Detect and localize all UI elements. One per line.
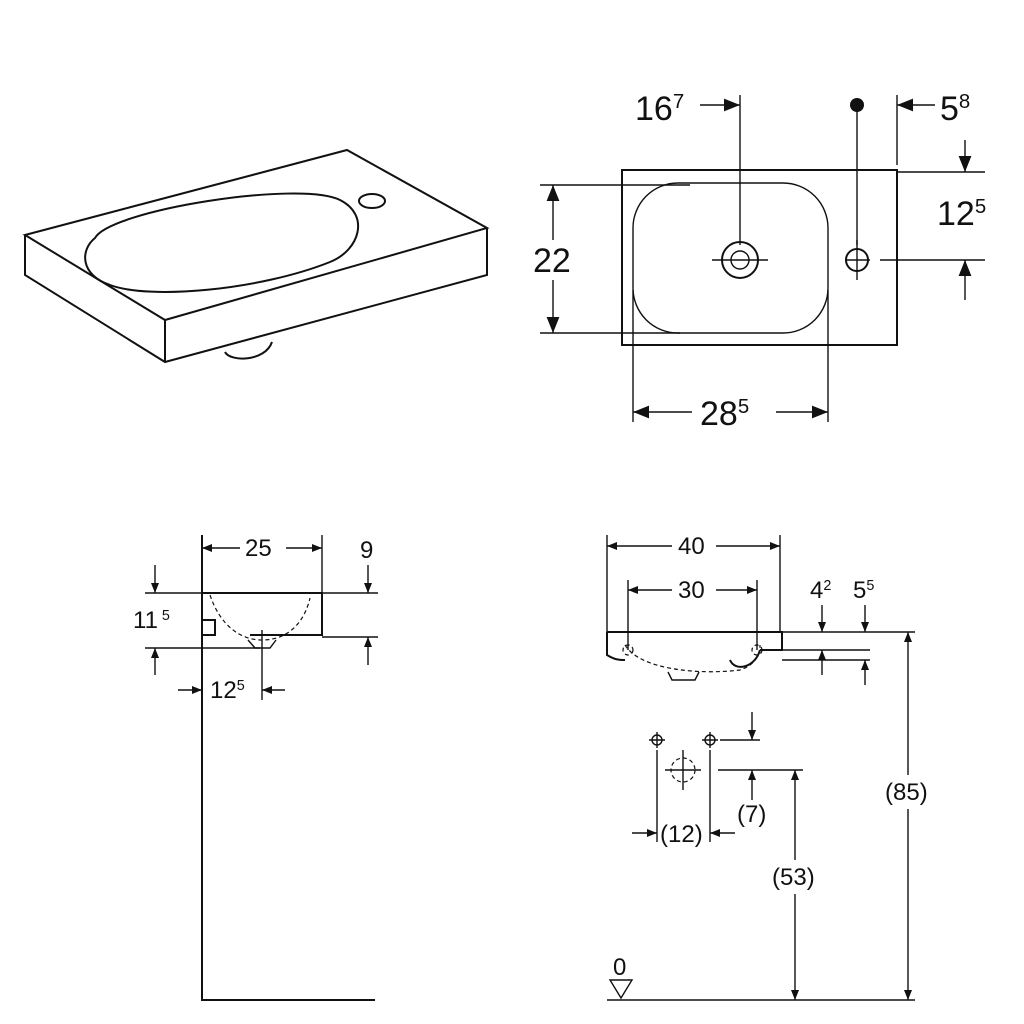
dim-rim-b: 55	[853, 577, 874, 604]
front-view: 42 55 40 30 (85) (53) (12) (7) 0	[606, 530, 934, 1001]
dim-bowl-width: 30	[678, 577, 705, 604]
dim-width: 40	[678, 533, 705, 560]
isometric-view	[22, 148, 490, 364]
dim-rim-a: 42	[810, 577, 831, 604]
top-view: 167 58 125 22 285	[533, 90, 986, 433]
dim-bowl-width: 285	[700, 395, 749, 433]
dim-drain-height: (53)	[772, 864, 815, 891]
dim-drain-offset: 125	[210, 677, 245, 704]
dim-install-height: (85)	[885, 779, 928, 806]
dim-edge-offset: 58	[940, 90, 970, 128]
dim-drain-offset: (7)	[737, 801, 766, 828]
tap-hole-icon	[358, 193, 386, 209]
floor-level-icon	[608, 979, 634, 1000]
dim-projection: 25	[245, 535, 272, 562]
dim-tap-depth: 125	[937, 195, 986, 233]
dim-tap-offset: 167	[635, 90, 684, 128]
dim-depth: 22	[533, 242, 571, 280]
dim-rim-height: 9	[360, 537, 373, 564]
floor-level-label: 0	[613, 954, 626, 981]
drain-crosshair-icons	[649, 732, 718, 790]
dim-drain-spacing: (12)	[660, 821, 703, 848]
